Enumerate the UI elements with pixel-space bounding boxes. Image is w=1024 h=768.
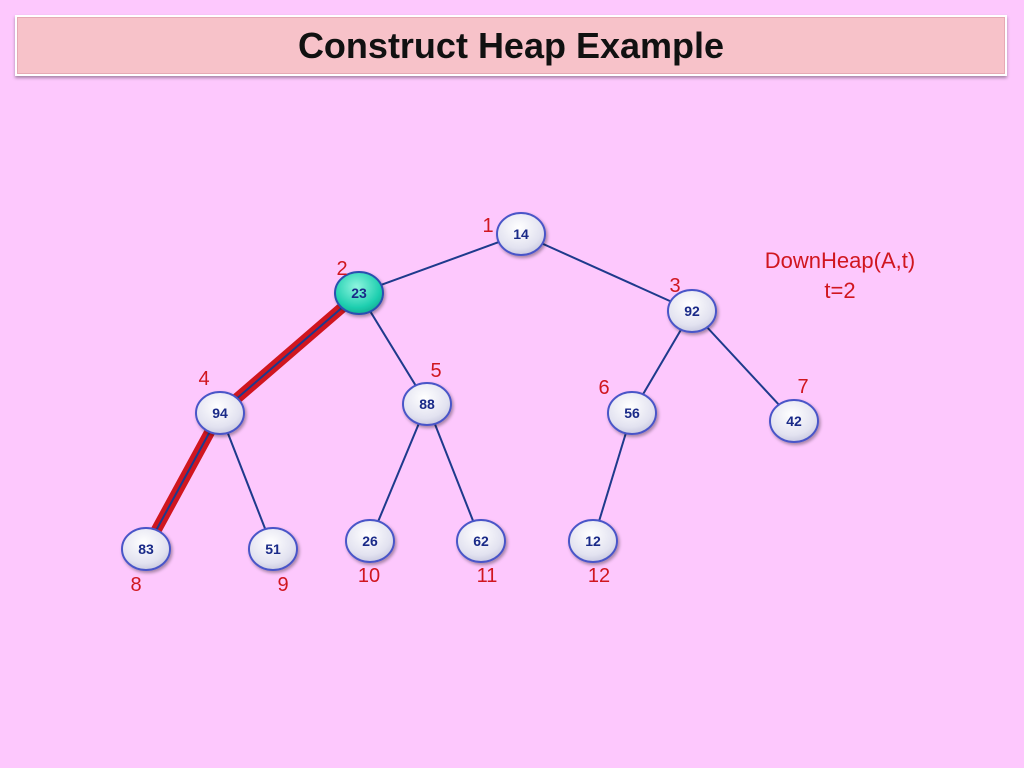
annotation-param: t=2 (824, 278, 856, 303)
heap-node-5: 88 (402, 382, 452, 426)
index-label-11: 11 (477, 565, 498, 587)
edge-3-7 (691, 310, 795, 422)
index-label-5: 5 (430, 360, 441, 382)
edge-1-2 (358, 233, 522, 294)
heap-node-4: 94 (195, 391, 245, 435)
node-circle (568, 519, 618, 563)
edge-4-8 (145, 412, 221, 550)
node-value: 26 (362, 533, 378, 549)
node-circle (345, 519, 395, 563)
edge-2-4 (219, 292, 360, 414)
heap-node-3: 92 (667, 289, 717, 333)
node-circle (195, 391, 245, 435)
page-title: Construct Heap Example (297, 24, 725, 66)
node-value: 23 (351, 285, 367, 301)
edge-4-9 (219, 412, 274, 550)
index-label-3: 3 (669, 275, 680, 297)
node-circle (402, 382, 452, 426)
index-label-9: 9 (277, 574, 288, 596)
index-label-7: 7 (797, 376, 808, 398)
heap-node-8: 83 (121, 527, 171, 571)
node-circle (607, 391, 657, 435)
node-value: 56 (624, 405, 640, 421)
downheap-annotation: DownHeap(A,t) t=2 (742, 246, 938, 306)
edge-5-11 (426, 403, 482, 542)
heap-node-9: 51 (248, 527, 298, 571)
node-circle (667, 289, 717, 333)
index-label-1: 1 (482, 215, 493, 237)
annotation-call: DownHeap(A,t) (764, 248, 916, 273)
node-circle (334, 271, 384, 315)
node-circle (769, 399, 819, 443)
index-label-6: 6 (598, 377, 609, 399)
index-label-12: 12 (588, 565, 610, 587)
heap-node-6: 56 (607, 391, 657, 435)
heap-node-11: 62 (456, 519, 506, 563)
node-value: 62 (473, 533, 489, 549)
node-circle (121, 527, 171, 571)
node-value: 83 (138, 541, 154, 557)
heap-node-12: 12 (568, 519, 618, 563)
edge-6-12 (592, 412, 633, 542)
node-value: 94 (212, 405, 228, 421)
index-label-4: 4 (198, 368, 209, 390)
edge-5-10 (369, 403, 428, 542)
node-circle (456, 519, 506, 563)
highlight-path (140, 287, 365, 555)
node-circle (496, 212, 546, 256)
heap-node-1: 14 (496, 212, 546, 256)
node-value: 88 (419, 396, 435, 412)
node-value: 92 (684, 303, 700, 319)
node-value: 14 (513, 226, 529, 242)
node-value: 12 (585, 533, 601, 549)
title-bar: Construct Heap Example (15, 15, 1007, 76)
heap-node-7: 42 (769, 399, 819, 443)
heap-node-10: 26 (345, 519, 395, 563)
index-label-10: 10 (358, 565, 380, 587)
index-label-2: 2 (336, 258, 347, 280)
node-circle (248, 527, 298, 571)
index-label-8: 8 (130, 574, 141, 596)
heap-node-2: 23 (334, 271, 384, 315)
node-value: 42 (786, 413, 802, 429)
edge-1-3 (520, 233, 693, 312)
node-value: 51 (265, 541, 281, 557)
